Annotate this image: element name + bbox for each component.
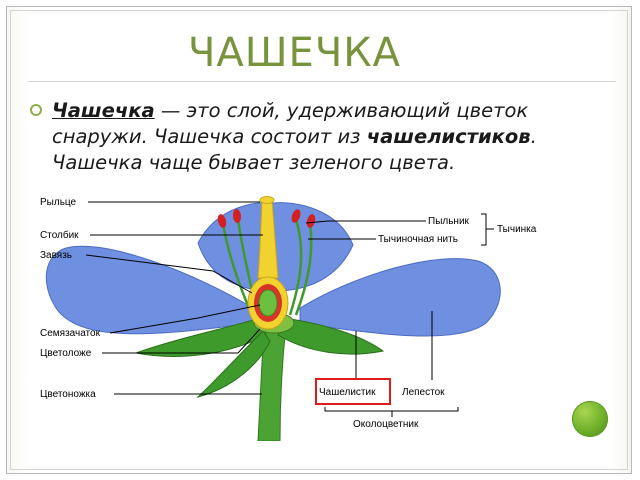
- bracket-perianth: [324, 407, 459, 412]
- label-ovule: Семязачаток: [40, 328, 101, 339]
- title-divider: [28, 81, 616, 82]
- flower-diagram: Рыльце Столбик Завязь Семязачаток Цветол…: [38, 183, 552, 441]
- filament-3: [288, 218, 303, 316]
- leader-lines: [85, 201, 494, 417]
- leader-ovule: [109, 304, 261, 334]
- label-style: Столбик: [40, 229, 79, 241]
- stigma: [259, 196, 275, 204]
- label-receptacle: Цветоложе: [40, 348, 92, 359]
- bullet-bold-term: чашелистиков: [366, 125, 531, 148]
- label-stamen: Тычинка: [497, 224, 537, 235]
- bullet-icon: [30, 104, 42, 116]
- sepal-right: [277, 317, 385, 355]
- label-filament: Тычиночная нить: [378, 234, 458, 245]
- slide-title: ЧАШЕЧКА: [188, 30, 402, 76]
- petal-right: [299, 258, 501, 337]
- label-ovary: Завязь: [40, 250, 72, 261]
- sepal-left-lower: [196, 330, 271, 398]
- bullet-text: Чашечка — это слой, удерживающий цветок …: [52, 98, 612, 176]
- anther-1: [217, 214, 227, 228]
- label-sepal: Чашелистик: [319, 387, 376, 398]
- pedicel-stem: [257, 324, 287, 441]
- anther-4: [306, 214, 316, 228]
- leader-receptacle: [102, 328, 261, 354]
- bullet-term: Чашечка: [52, 99, 155, 122]
- bracket-stamen: [481, 213, 487, 246]
- anther-3: [291, 209, 301, 223]
- label-pedicel: Цветоножка: [40, 389, 96, 400]
- decorative-green-circle: [572, 401, 608, 437]
- sepal-highlight-box: [315, 378, 391, 405]
- bullet-text-part-1: — это слой, удерживающий цветок снаружи.…: [52, 99, 529, 148]
- pistil-style: [257, 200, 279, 279]
- bullet-text-part-2: . Чашечка чаще бывает зеленого цвета.: [52, 125, 537, 174]
- label-petal: Лепесток: [402, 387, 445, 398]
- anther-2: [232, 209, 242, 223]
- leader-ovary: [85, 254, 253, 294]
- label-stigma: Рыльце: [40, 197, 77, 208]
- label-anther: Пыльник: [428, 216, 470, 227]
- label-perianth: Околоцветник: [353, 419, 419, 430]
- ovule: [258, 289, 278, 317]
- flower-diagram-svg: Рыльце Столбик Завязь Семязачаток Цветол…: [40, 196, 537, 441]
- leader-anther: [305, 220, 426, 224]
- filament-4: [294, 222, 313, 316]
